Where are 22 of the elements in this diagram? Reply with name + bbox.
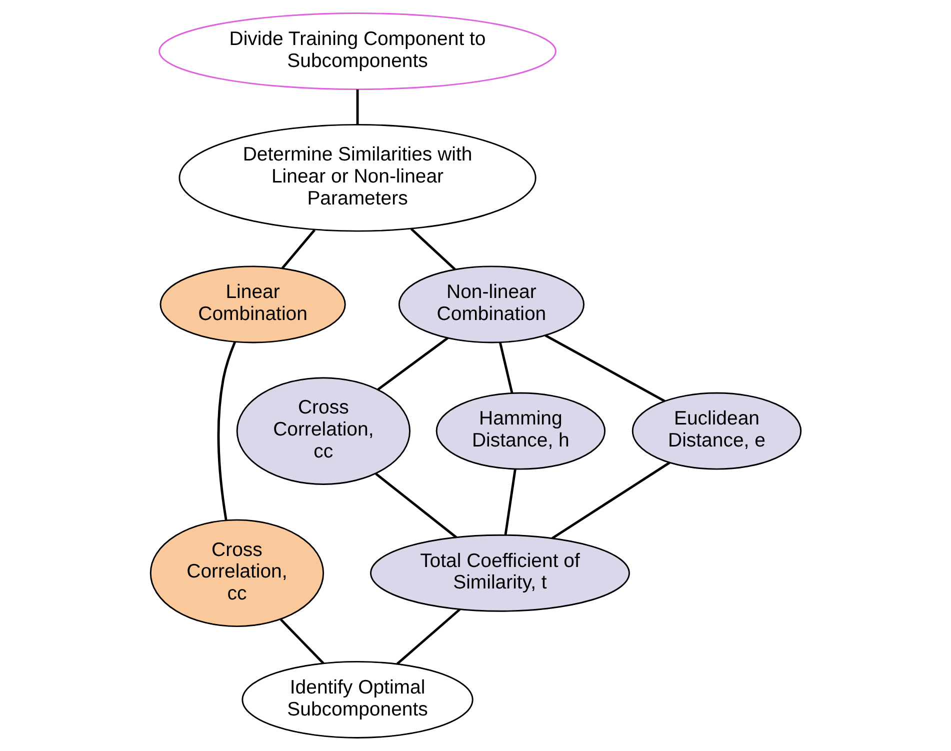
connector [498,342,513,394]
node-ellipse: Cross Correlation, cc [236,377,410,485]
node-ellipse: Hamming Distance, h [435,392,606,470]
connector [410,228,456,270]
connector [216,341,236,520]
connector [544,334,665,402]
connector [396,608,460,665]
connector [504,468,516,536]
node-ellipse: Divide Training Component to Subcomponents [158,12,556,90]
node-ellipse: Linear Combination [159,266,346,344]
node-ellipse: Determine Similarities with Linear or Non-linear Parameters [178,124,536,232]
node-ellipse: Cross Correlation, cc [149,519,324,628]
connector [376,337,448,390]
connector [279,618,324,664]
connector [356,89,358,124]
connector [280,229,316,269]
node-ellipse: Total Coefficient of Similarity, t [370,534,630,612]
connector [551,462,670,540]
connector [374,472,457,538]
node-ellipse: Non-linear Combination [398,266,584,344]
node-ellipse: Identify Optimal Subcomponents [241,660,473,738]
node-ellipse: Euclidean Distance, e [631,392,802,470]
